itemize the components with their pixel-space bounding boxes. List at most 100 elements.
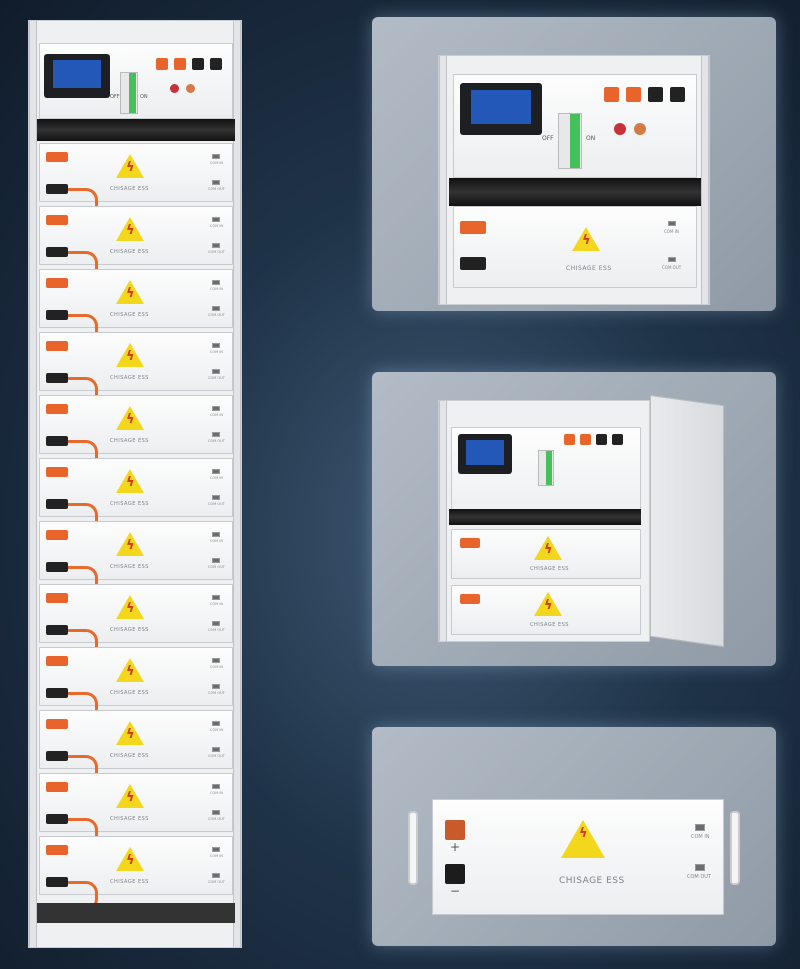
power-button[interactable]: [170, 84, 179, 93]
left-handle[interactable]: [408, 811, 418, 885]
high-voltage-warning-icon: [116, 469, 144, 493]
com-in-port: [212, 343, 220, 348]
control-box: OFF ON: [39, 43, 233, 119]
single-module-panel: + − CHISAGE ESS COM IN COM OUT: [372, 727, 776, 946]
com-out-port: [212, 243, 220, 248]
com-out-port: [212, 180, 220, 185]
orange-plug: [46, 215, 68, 225]
negative-terminal: [210, 58, 222, 70]
com-out-label: COM OUT: [662, 265, 682, 270]
com-in-port: [212, 595, 220, 600]
com-in-label: COM IN: [210, 539, 223, 543]
com-in-port: [212, 658, 220, 663]
brand-label: CHISAGE ESS: [530, 622, 569, 628]
battery-module: CHISAGE ESS COM IN COM OUT: [39, 458, 233, 533]
black-plug: [46, 373, 68, 383]
cable-tray: [449, 509, 641, 525]
high-voltage-warning-icon: [534, 592, 562, 616]
com-in-label: COM IN: [210, 791, 223, 795]
orange-plug: [46, 467, 68, 477]
rack-post-left: [439, 56, 447, 304]
com-out-port: [212, 747, 220, 752]
high-voltage-warning-icon: [116, 847, 144, 871]
positive-terminal: [445, 820, 465, 840]
black-plug: [46, 814, 68, 824]
high-voltage-warning-icon: [116, 406, 144, 430]
battery-module: CHISAGE ESS COM IN COM OUT: [39, 773, 233, 848]
high-voltage-warning-icon: [116, 154, 144, 178]
positive-terminal: [580, 434, 591, 445]
com-out-label: COM OUT: [208, 187, 225, 191]
brand-label: CHISAGE ESS: [110, 564, 149, 570]
com-in-port: [212, 469, 220, 474]
black-plug: [46, 436, 68, 446]
rack-post-right: [233, 21, 241, 947]
brand-label: CHISAGE ESS: [559, 876, 625, 886]
reset-button[interactable]: [186, 84, 195, 93]
orange-plug: [46, 530, 68, 540]
orange-plug: [46, 152, 68, 162]
black-plug: [46, 184, 68, 194]
battery-module: CHISAGE ESS COM IN COM OUT: [39, 710, 233, 785]
black-plug: [460, 257, 486, 270]
positive-terminal: [564, 434, 575, 445]
com-in-label: COM IN: [691, 834, 710, 840]
com-out-label: COM OUT: [687, 874, 711, 880]
com-in-label: COM IN: [210, 728, 223, 732]
com-out-port: [695, 864, 705, 871]
high-voltage-warning-icon: [561, 820, 605, 858]
com-in-label: COM IN: [210, 854, 223, 858]
orange-plug: [46, 656, 68, 666]
brand-label: CHISAGE ESS: [110, 438, 149, 444]
negative-terminal: [445, 864, 465, 884]
black-plug: [46, 247, 68, 257]
com-in-label: COM IN: [210, 224, 223, 228]
breaker-off-label: OFF: [110, 94, 120, 100]
brand-label: CHISAGE ESS: [110, 249, 149, 255]
negative-terminal: [670, 87, 685, 102]
rack-angled: CHISAGE ESS CHISAGE ESS: [438, 400, 650, 642]
com-out-port: [212, 684, 220, 689]
cable-tray: [449, 178, 701, 206]
breaker-off-label: OFF: [542, 135, 554, 142]
power-button[interactable]: [614, 123, 626, 135]
com-out-label: COM OUT: [208, 376, 225, 380]
battery-module: CHISAGE ESS COM IN COM OUT: [39, 584, 233, 659]
front-view-panel: OFF ON CHISAGE ESS COM IN COM OUT: [372, 17, 776, 311]
black-plug: [46, 751, 68, 761]
circuit-breaker[interactable]: [120, 72, 138, 114]
battery-module: CHISAGE ESS COM IN COM OUT: [39, 647, 233, 722]
com-in-label: COM IN: [210, 350, 223, 354]
brand-label: CHISAGE ESS: [530, 566, 569, 572]
angled-view-panel: CHISAGE ESS CHISAGE ESS: [372, 372, 776, 666]
com-out-label: COM OUT: [208, 502, 225, 506]
brand-label: CHISAGE ESS: [110, 501, 149, 507]
circuit-breaker[interactable]: [558, 113, 582, 169]
negative-terminal: [596, 434, 607, 445]
com-out-label: COM OUT: [208, 250, 225, 254]
reset-button[interactable]: [634, 123, 646, 135]
com-in-port: [212, 721, 220, 726]
brand-label: CHISAGE ESS: [110, 375, 149, 381]
right-handle[interactable]: [730, 811, 740, 885]
brand-label: CHISAGE ESS: [566, 265, 612, 272]
high-voltage-warning-icon: [116, 784, 144, 808]
positive-terminal: [156, 58, 168, 70]
black-plug: [46, 499, 68, 509]
com-out-label: COM OUT: [208, 691, 225, 695]
lcd-screen: [458, 434, 512, 474]
com-out-label: COM OUT: [208, 880, 225, 884]
com-in-port: [668, 221, 676, 226]
com-out-label: COM OUT: [208, 439, 225, 443]
breaker-on-label: ON: [586, 135, 596, 142]
orange-plug: [46, 782, 68, 792]
brand-label: CHISAGE ESS: [110, 627, 149, 633]
com-out-port: [212, 369, 220, 374]
brand-label: CHISAGE ESS: [110, 690, 149, 696]
com-out-label: COM OUT: [208, 628, 225, 632]
com-out-label: COM OUT: [208, 565, 225, 569]
battery-module: CHISAGE ESS COM IN COM OUT: [453, 206, 697, 288]
circuit-breaker[interactable]: [538, 450, 554, 486]
battery-module: CHISAGE ESS: [451, 585, 641, 635]
battery-module: CHISAGE ESS COM IN COM OUT: [39, 143, 233, 218]
